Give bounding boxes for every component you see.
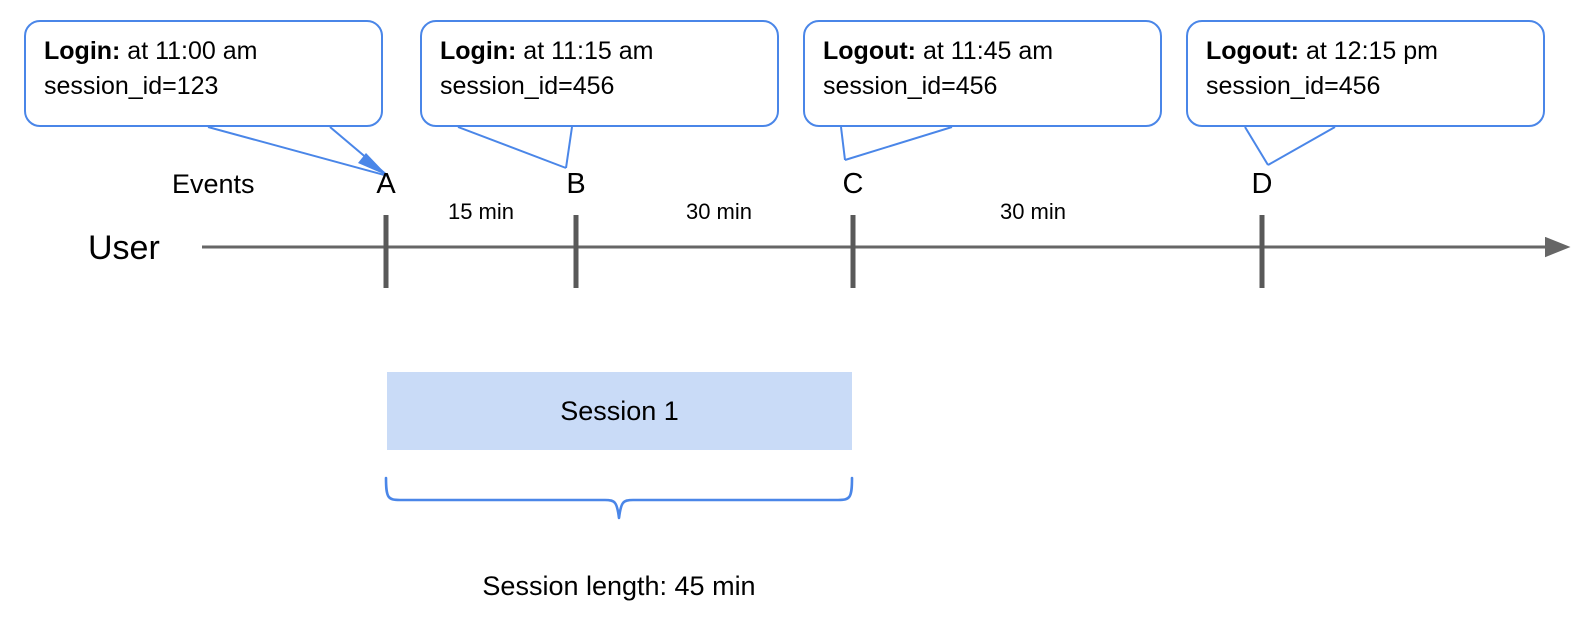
callout-time-text: at 11:45 am [916, 37, 1054, 65]
callout-login-b: Login: at 11:15 am session_id=456 [420, 20, 779, 127]
callout-session-text: session_id=123 [44, 72, 219, 100]
events-row-label: Events [172, 169, 255, 199]
callout-event-label: Login: [44, 37, 121, 65]
session-brace [384, 476, 854, 520]
session-bar: Session 1 [387, 372, 852, 450]
interval-label-cd: 30 min [999, 199, 1067, 224]
callout-line-primary: Login: at 11:15 am [440, 34, 761, 69]
callout-logout-d: Logout: at 12:15 pm session_id=456 [1186, 20, 1545, 127]
callout-tail-b [457, 126, 573, 169]
interval-label-ab: 15 min [447, 199, 515, 224]
session-bar-label: Session 1 [560, 395, 679, 426]
callout-line-primary: Logout: at 11:45 am [823, 34, 1144, 69]
session-length-caption: Session length: 45 min [482, 571, 756, 601]
callout-session-text: session_id=456 [440, 72, 615, 100]
callout-logout-c: Logout: at 11:45 am session_id=456 [803, 20, 1162, 127]
user-row-label: User [88, 229, 160, 267]
interval-label-bc: 30 min [685, 199, 753, 224]
event-point-c: C [842, 168, 864, 200]
callout-tail-c [840, 126, 953, 161]
event-point-d: D [1251, 168, 1273, 200]
callout-event-label: Logout: [1206, 37, 1300, 65]
callout-session-text: session_id=456 [1206, 72, 1381, 100]
callout-time-text: at 11:00 am [120, 37, 258, 65]
callout-line-primary: Login: at 11:00 am [44, 34, 365, 69]
event-point-a: A [376, 168, 396, 200]
callout-time-text: at 12:15 pm [1299, 37, 1438, 65]
callout-time-text: at 11:15 am [516, 37, 654, 65]
callout-line-primary: Logout: at 12:15 pm [1206, 34, 1527, 69]
callout-event-label: Logout: [823, 37, 917, 65]
callout-tail-d [1244, 126, 1336, 166]
event-point-b: B [566, 168, 586, 200]
callout-event-label: Login: [440, 37, 517, 65]
callout-login-a: Login: at 11:00 am session_id=123 [24, 20, 383, 127]
callout-session-text: session_id=456 [823, 72, 998, 100]
